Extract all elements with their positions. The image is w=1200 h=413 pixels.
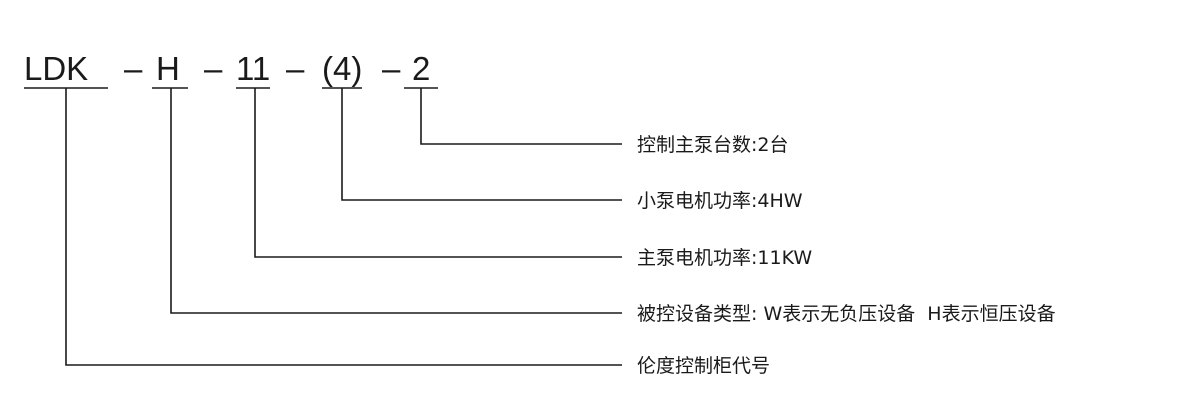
code-main-pump-count: 2 <box>412 50 430 87</box>
desc-prefix: 伦度控制柜代号 <box>637 355 770 377</box>
leader-main-pump-count <box>420 88 622 145</box>
leader-prefix <box>65 88 622 366</box>
code-prefix: LDK <box>24 50 88 87</box>
code-small-pump-power: (4) <box>322 50 362 87</box>
leader-main-pump-power <box>254 88 622 258</box>
desc-small-pump-power: 小泵电机功率:4HW <box>637 190 803 212</box>
code-control-type: H <box>156 50 180 87</box>
code-separator-4: – <box>382 50 401 87</box>
code-separator-1: – <box>124 50 143 87</box>
code-separator-3: – <box>286 50 305 87</box>
code-separator-2: – <box>204 50 223 87</box>
leader-control-type <box>170 88 622 314</box>
desc-control-type: 被控设备类型: W表示无负压设备 H表示恒压设备 <box>637 303 1056 325</box>
desc-main-pump-power: 主泵电机功率:11KW <box>637 247 812 269</box>
leader-small-pump-power <box>341 88 622 201</box>
code-main-pump-power: 11 <box>236 50 270 87</box>
desc-main-pump-count: 控制主泵台数:2台 <box>637 134 789 156</box>
